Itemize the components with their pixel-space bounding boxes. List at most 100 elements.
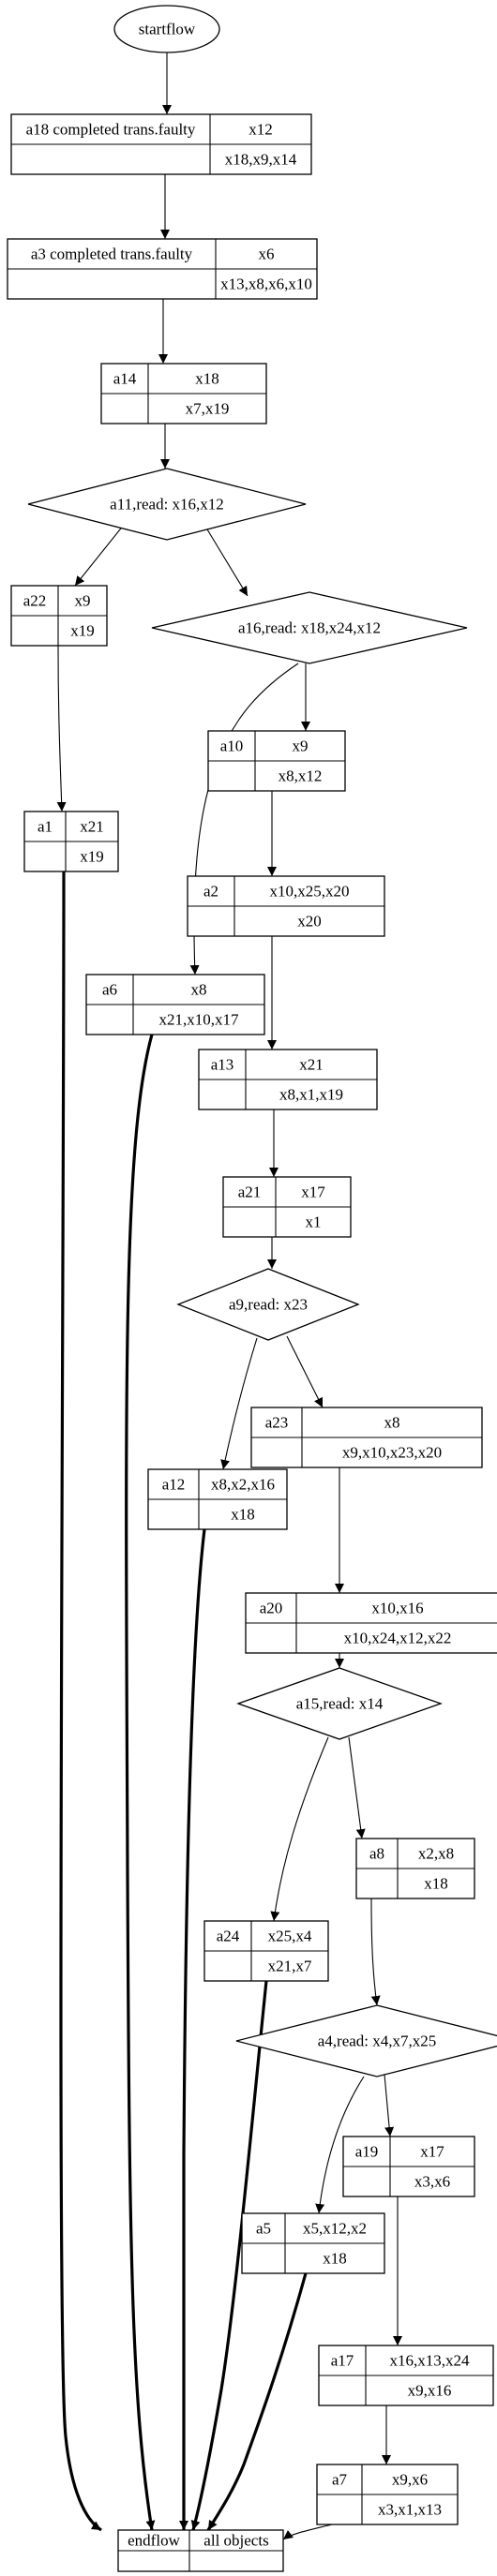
- start-label: startflow: [139, 21, 196, 38]
- decision-node-a15: a15,read: x14: [236, 1667, 443, 1740]
- task-node-a18: a18 completed trans.faulty x12 x18,x9,x14: [10, 113, 312, 175]
- task-reads: x13,x8,x6,x10: [220, 275, 312, 293]
- edge-a4-to-a19: [384, 2074, 395, 2137]
- edge-a12-to-end: [179, 1528, 206, 2530]
- decision-diamond: [176, 1268, 360, 1341]
- task-label: a21: [238, 1184, 262, 1201]
- decision-node-a9: a9,read: x23: [176, 1268, 360, 1341]
- decision-label: a15,read: x14: [296, 1695, 384, 1713]
- task-writes: x2,x8: [418, 1845, 454, 1863]
- edge-a7-to-end: [282, 2524, 333, 2540]
- decision-node-a11: a11,read: x16,x12: [27, 468, 307, 541]
- task-node-a10: a10 x9 x8,x12: [207, 730, 346, 792]
- task-label: a3 completed trans.faulty: [31, 246, 193, 263]
- task-node-a2: a2 x10,x25,x20 x20: [187, 875, 385, 937]
- task-writes: x21: [80, 818, 104, 836]
- task-writes: x17: [301, 1184, 325, 1201]
- task-reads: x18: [323, 2250, 347, 2268]
- task-label: a12: [162, 1476, 186, 1494]
- task-label: a24: [217, 1928, 240, 1945]
- task-reads: x9,x16: [408, 2382, 452, 2400]
- task-label: a5: [256, 2220, 271, 2238]
- task-label: a14: [113, 370, 137, 388]
- decision-label: a9,read: x23: [229, 1296, 308, 1314]
- edge-a4-to-a5: [315, 2076, 365, 2214]
- task-reads: x7,x19: [186, 400, 230, 418]
- edge-a9-to-a23: [286, 1335, 324, 1408]
- task-writes: x16,x13,x24: [390, 2352, 471, 2370]
- task-writes: x6: [259, 246, 275, 263]
- decision-label: a4,read: x4,x7,x25: [318, 2033, 437, 2050]
- task-writes: x25,x4: [268, 1928, 312, 1945]
- task-node-a17: a17 x16,x13,x24 x9,x16: [318, 2345, 494, 2406]
- task-reads: x19: [80, 848, 104, 866]
- task-reads: x18: [424, 1875, 448, 1893]
- task-writes: x10,x25,x20: [270, 883, 350, 901]
- task-label: a17: [331, 2352, 354, 2370]
- task-node-a3: a3 completed trans.faulty x6 x13,x8,x6,x10: [7, 238, 318, 300]
- task-label: a18 completed trans.faulty: [26, 121, 196, 139]
- task-label: a6: [102, 981, 117, 999]
- task-node-a5: a5 x5,x12,x2 x18: [241, 2212, 385, 2274]
- decision-diamond: [235, 2004, 497, 2077]
- task-writes: x18: [195, 370, 219, 388]
- task-writes: x9: [75, 592, 91, 610]
- decision-node-a4: a4,read: x4,x7,x25: [235, 2004, 497, 2077]
- task-reads: x20: [297, 913, 322, 931]
- task-writes: x21: [299, 1056, 324, 1074]
- decision-diamond: [151, 591, 468, 664]
- start-node: startflow: [113, 5, 220, 53]
- task-label: a13: [211, 1056, 234, 1074]
- task-reads: x8,x1,x19: [279, 1086, 343, 1104]
- edge-a5-to-end: [206, 2272, 308, 2531]
- task-label: a2: [203, 883, 218, 901]
- edge-a11-to-a16: [203, 524, 248, 597]
- end-objects: all objects: [203, 2532, 268, 2550]
- task-writes: x12: [248, 121, 273, 139]
- task-writes: x9,x6: [392, 2471, 428, 2489]
- decision-diamond: [236, 1667, 443, 1740]
- task-writes: x17: [420, 2143, 444, 2161]
- task-reads: x21,x10,x17: [159, 1011, 240, 1029]
- task-writes: x8: [384, 1414, 400, 1432]
- edge-a15-to-a24: [270, 1736, 329, 1922]
- end-label: endflow: [128, 2532, 180, 2550]
- edge-a6-to-end: [125, 1034, 156, 2531]
- task-label: a1: [38, 818, 53, 836]
- task-reads: x8,x12: [279, 767, 323, 785]
- decision-label: a11,read: x16,x12: [110, 496, 224, 514]
- task-label: a20: [260, 1600, 283, 1617]
- task-reads: x3,x6: [414, 2173, 450, 2191]
- edge-a11-to-a22: [74, 524, 125, 587]
- task-node-a24: a24 x25,x4 x21,x7: [203, 1920, 329, 1982]
- task-writes: x9: [293, 737, 309, 755]
- task-node-a13: a13 x21 x8,x1,x19: [198, 1049, 378, 1110]
- task-node-a19: a19 x17 x3,x6: [342, 2136, 475, 2197]
- end-node: endflow all objects: [117, 2529, 284, 2572]
- task-node-a14: a14 x18 x7,x19: [100, 363, 267, 424]
- task-label: a7: [332, 2471, 348, 2489]
- start-ellipse: [113, 5, 220, 53]
- task-writes: x10,x16: [371, 1600, 423, 1617]
- task-writes: x8,x2,x16: [211, 1476, 275, 1494]
- task-reads: x21,x7: [268, 1958, 312, 1975]
- edge-a15-to-a8: [348, 1736, 366, 1839]
- decision-node-a16: a16,read: x18,x24,x12: [151, 591, 468, 664]
- task-writes: x5,x12,x2: [303, 2220, 367, 2238]
- task-node-a7: a7 x9,x6 x3,x1,x13: [316, 2464, 459, 2525]
- task-reads: x18,x9,x14: [225, 151, 297, 169]
- task-reads: x3,x1,x13: [378, 2501, 442, 2519]
- edge-a8-to-a4: [370, 1898, 381, 2006]
- task-label: a19: [355, 2143, 379, 2161]
- task-node-a8: a8 x2,x8 x18: [355, 1838, 475, 1899]
- task-label: a10: [220, 737, 244, 755]
- edge-a9-to-a12: [220, 1337, 258, 1470]
- task-reads: x18: [231, 1506, 255, 1524]
- task-label: a8: [369, 1845, 384, 1863]
- task-reads: x9,x10,x23,x20: [342, 1444, 442, 1462]
